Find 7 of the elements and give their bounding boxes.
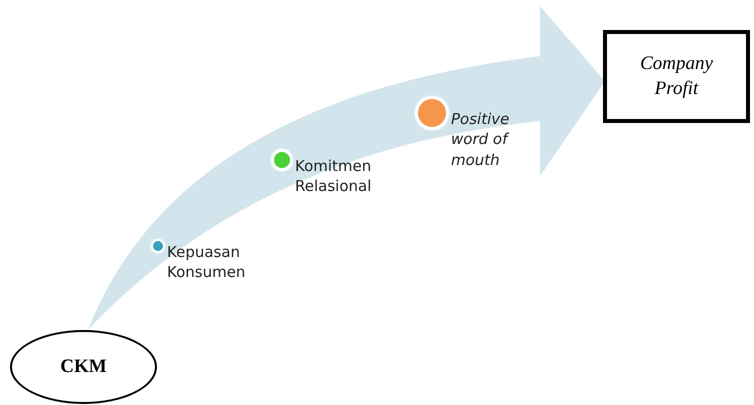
- milestone-label: Kepuasan Konsumen: [167, 242, 246, 282]
- milestone-label: Komitmen Relasional: [295, 156, 372, 196]
- box-label: Company Profit: [639, 52, 714, 100]
- milestone-label: Positive word of mouth: [451, 109, 510, 170]
- process-box: [603, 30, 750, 123]
- curved-arrow: [88, 6, 605, 330]
- ellipse-node: CKM: [10, 330, 157, 404]
